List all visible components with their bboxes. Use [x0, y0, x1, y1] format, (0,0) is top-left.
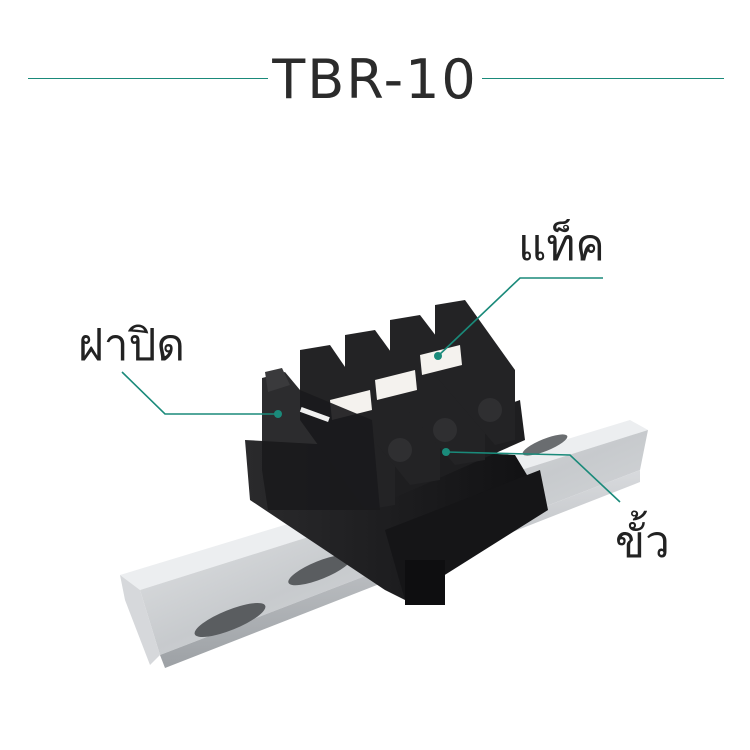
rail-slot [288, 554, 352, 586]
label-jack: แท็ค [518, 220, 605, 271]
title-rule-right [482, 78, 724, 79]
label-terminal: ขั้ว [615, 517, 670, 568]
callout-lines [121, 277, 621, 503]
terminal-screw [478, 398, 502, 422]
callout-jack [437, 277, 603, 357]
callout-dot-cover [274, 410, 282, 418]
callout-terminal [445, 451, 621, 503]
title-rule-left [28, 78, 268, 79]
callout-dot-jack [434, 352, 442, 360]
rail-slot [194, 603, 266, 637]
callout-dot-terminal [442, 448, 450, 456]
terminal-screw [388, 438, 412, 462]
jack-strip [420, 345, 462, 375]
product-title: TBR-10 [272, 48, 478, 111]
terminal-screw [433, 418, 457, 442]
rail-slot [522, 434, 568, 456]
label-cover: ฝาปิด [78, 320, 185, 371]
callout-cover [121, 371, 278, 415]
jack-strip [375, 370, 417, 400]
block-cover [262, 368, 380, 510]
